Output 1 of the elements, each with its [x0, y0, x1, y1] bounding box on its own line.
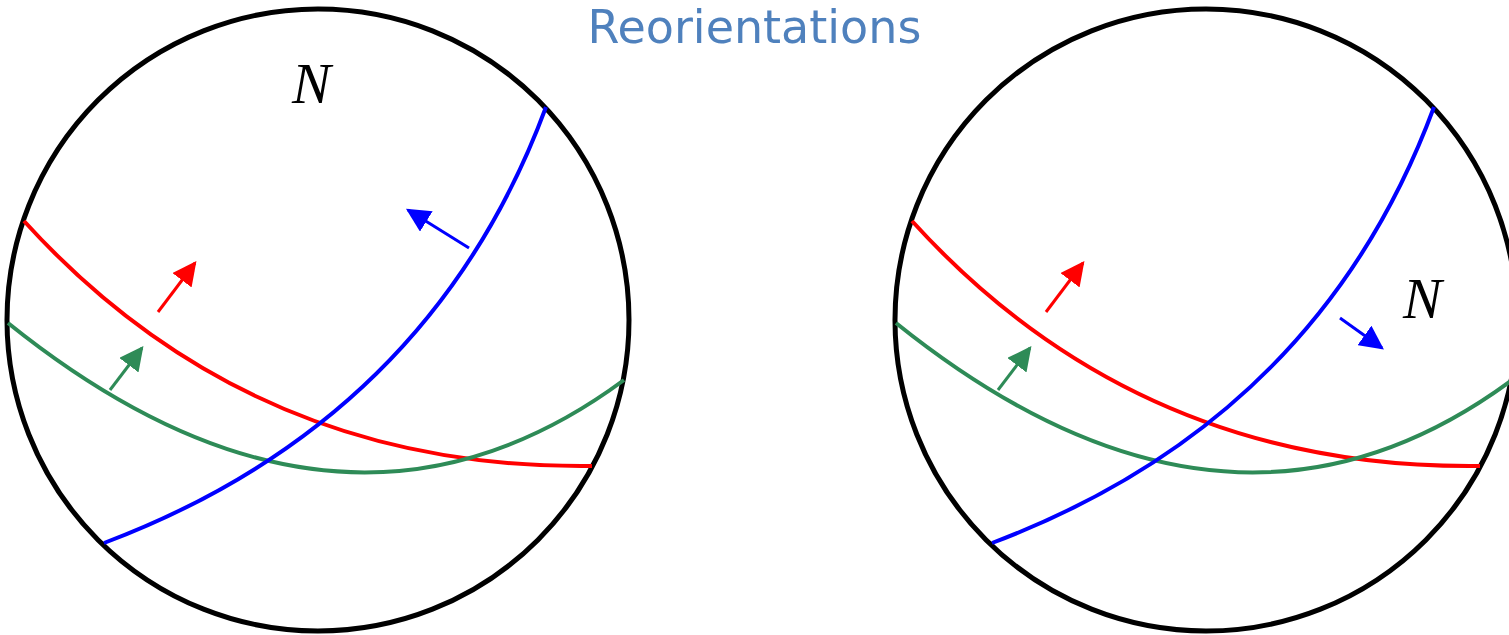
title: Reorientations [586, 0, 923, 54]
